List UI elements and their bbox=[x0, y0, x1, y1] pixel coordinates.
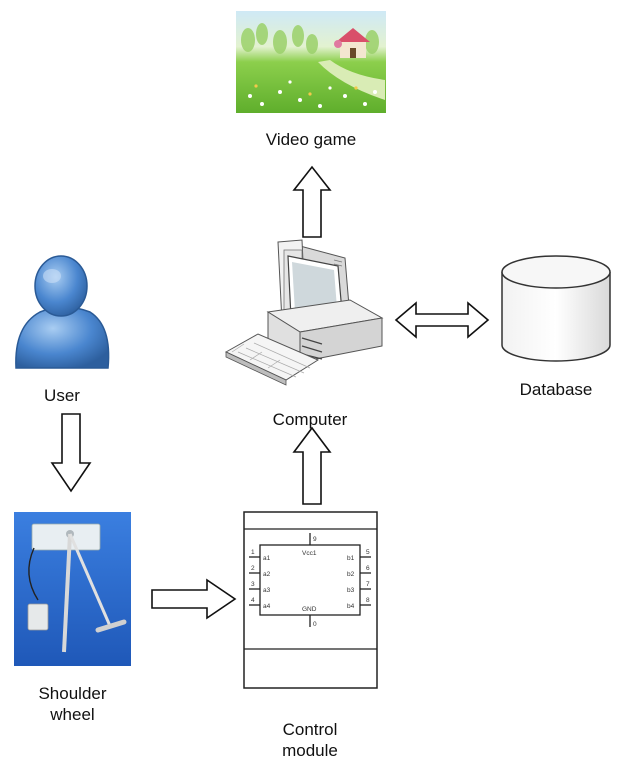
chip-left-pin: 3 bbox=[251, 581, 255, 588]
shoulder-wheel-label-line2: wheel bbox=[50, 705, 95, 724]
control-module-label-line2: module bbox=[282, 741, 338, 760]
control-module-box: 9 Vcc1 GND 0 1 2 3 4 a1 a2 a3 a4 b1 b2 b… bbox=[243, 511, 378, 689]
chip-bottom-pin: 0 bbox=[313, 621, 317, 628]
chip-right-port: b4 bbox=[347, 603, 355, 610]
user-icon bbox=[15, 255, 110, 369]
chip-top-pin: 9 bbox=[313, 536, 317, 543]
chip-top-label: Vcc1 bbox=[302, 550, 317, 557]
chip-left-port: a2 bbox=[263, 571, 271, 578]
computer-label: Computer bbox=[272, 410, 348, 429]
chip-left-port: a4 bbox=[263, 603, 271, 610]
chip-right-pin: 8 bbox=[366, 597, 370, 604]
chip-left-port: a3 bbox=[263, 587, 271, 594]
arrow-control-module-to-computer bbox=[292, 426, 332, 505]
chip-left-pin: 1 bbox=[251, 549, 255, 556]
computer-icon bbox=[224, 239, 384, 386]
video-game-label: Video game bbox=[265, 130, 357, 149]
user-label: User bbox=[44, 386, 80, 405]
chip-right-pin: 6 bbox=[366, 565, 370, 572]
chip-left-pin: 4 bbox=[251, 597, 255, 604]
chip-right-port: b3 bbox=[347, 587, 355, 594]
database-label: Database bbox=[519, 380, 593, 399]
chip-bottom-label: GND bbox=[302, 606, 317, 613]
chip-right-port: b2 bbox=[347, 571, 355, 578]
chip-right-pin: 5 bbox=[366, 549, 370, 556]
shoulder-wheel-label-line1: Shoulder bbox=[38, 684, 107, 703]
chip-left-pin: 2 bbox=[251, 565, 255, 572]
arrow-user-to-shoulder-wheel bbox=[50, 413, 92, 493]
shoulder-wheel-image bbox=[14, 512, 131, 666]
database-icon bbox=[501, 255, 611, 362]
arrow-shoulder-wheel-to-control-module bbox=[151, 578, 237, 620]
chip-right-pin: 7 bbox=[366, 581, 370, 588]
chip-body bbox=[259, 544, 361, 616]
chip-left-port: a1 bbox=[263, 555, 271, 562]
arrow-computer-to-videogame bbox=[292, 165, 332, 238]
video-game-image bbox=[236, 11, 386, 113]
control-module-label-line1: Control bbox=[282, 720, 338, 739]
shoulder-wheel-label: Shoulder wheel bbox=[4, 683, 141, 725]
arrow-computer-database bbox=[394, 301, 490, 339]
chip-right-port: b1 bbox=[347, 555, 355, 562]
control-module-label: Control module bbox=[240, 719, 380, 761]
